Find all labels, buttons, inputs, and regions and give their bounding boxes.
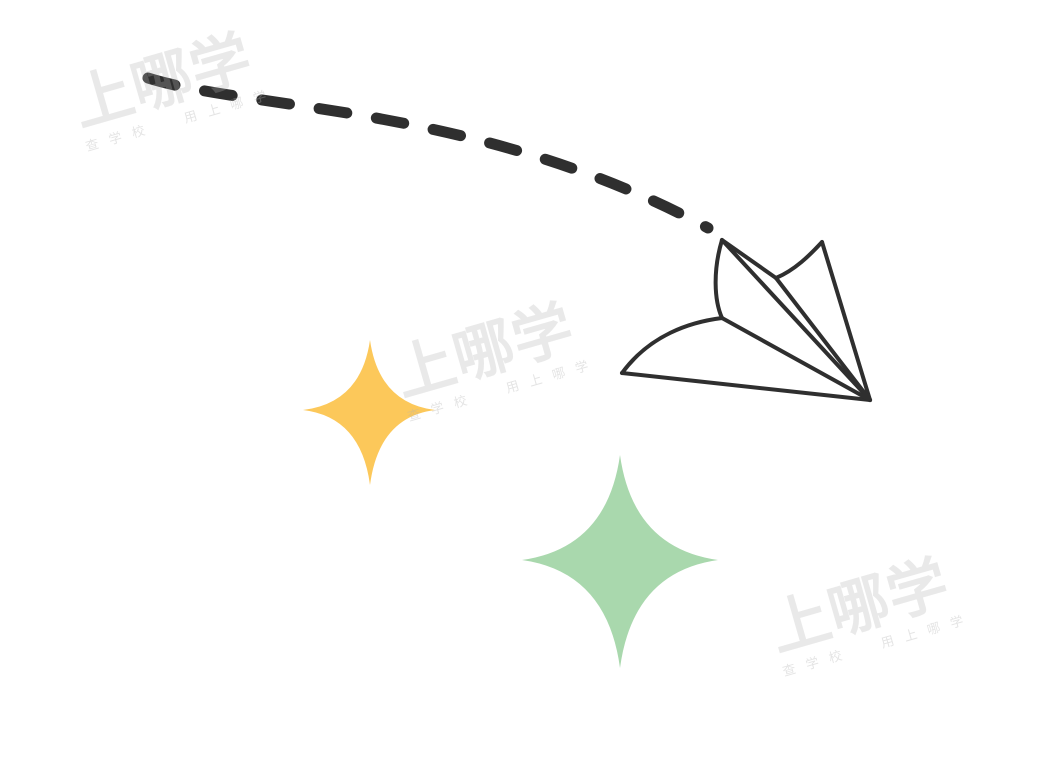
sparkle-star-green-icon <box>522 455 718 668</box>
sparkle-star-yellow-icon <box>303 340 435 485</box>
dashed-flight-path <box>142 72 714 234</box>
paper-plane-icon <box>620 238 872 402</box>
